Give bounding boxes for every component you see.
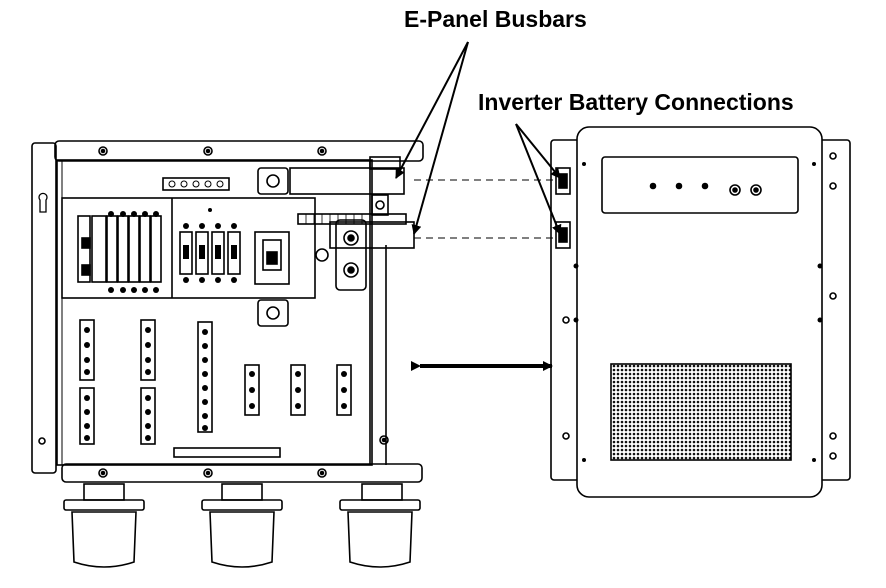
e-panel [31,140,424,568]
panel-bottom-rail [61,463,423,483]
busbars-callout-arrows [395,41,469,235]
flange-hole [38,437,46,445]
top-terminal-strip [162,177,230,191]
alignment-lines [414,179,556,239]
inverter-callout-arrows [515,123,562,235]
inverter-display-panel [601,156,799,214]
terminal-blocks [79,319,352,445]
inverter [550,126,851,498]
keyhole-icon [38,192,48,213]
panel-left-flange [31,142,57,474]
busbars-label: E-Panel Busbars [404,6,587,32]
inverter-connections-label: Inverter Battery Connections [478,89,794,115]
busbar-upper [289,167,405,195]
panel-body [56,159,373,466]
ground-bar [173,447,281,458]
busbar-lower [329,221,415,249]
breaker-box [61,197,316,299]
shunt [335,219,367,291]
conduit-fittings [63,483,421,568]
main-dc-breaker [254,231,290,285]
panel-top-rail [54,140,424,162]
inverter-grille [610,363,792,461]
negative-busbar [297,213,407,225]
